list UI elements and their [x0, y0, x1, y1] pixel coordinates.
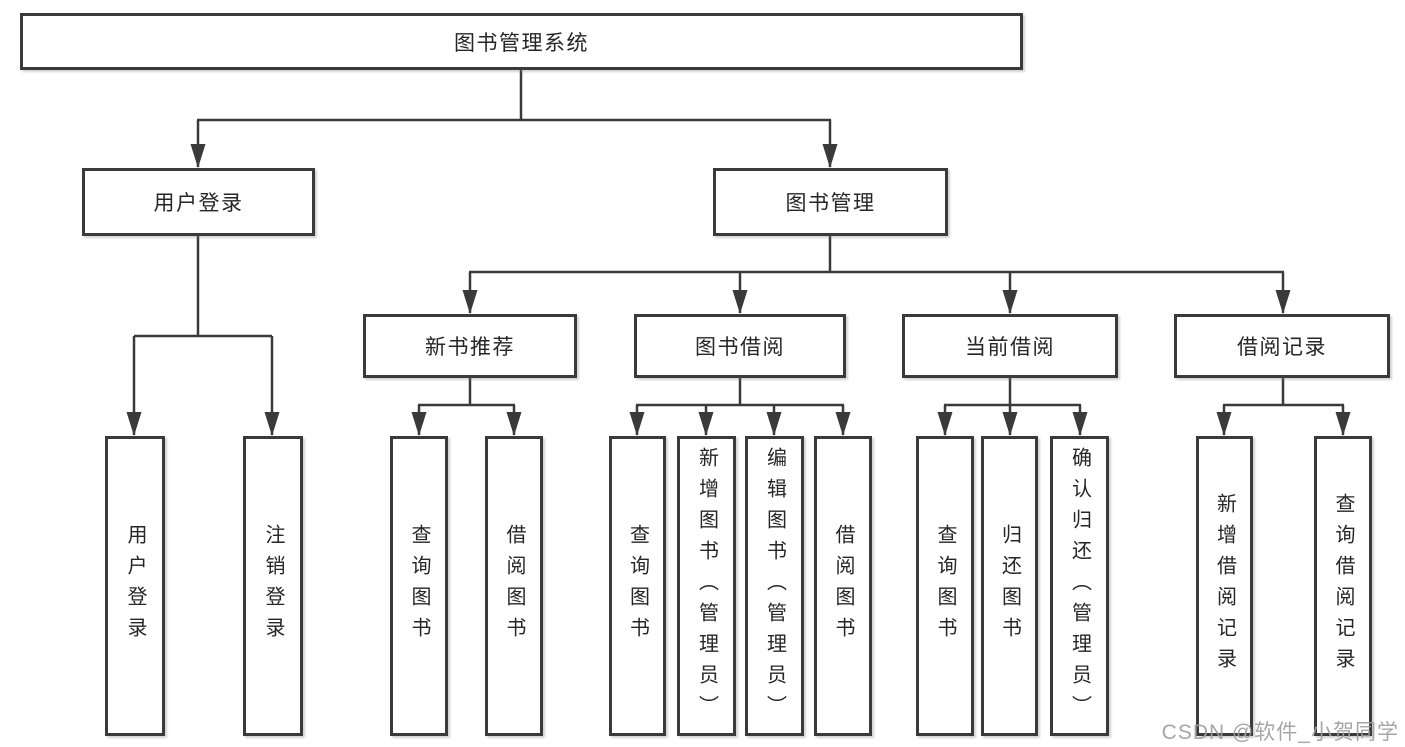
node-label: 图书管理 [785, 192, 876, 215]
leaf-label: 新增借阅记录 [1213, 493, 1236, 679]
leaf-label: 借阅图书 [503, 524, 525, 648]
leaf-label: 用户登录 [124, 524, 146, 648]
node-new-book-recommend: 新书推荐 [363, 314, 577, 378]
leaf-query-borrow-record: 查询借阅记录 [1314, 436, 1372, 736]
csdn-watermark: CSDN @软件_小贺同学 [1161, 721, 1399, 744]
node-user-login: 用户登录 [82, 168, 315, 236]
leaf-add-borrow-record: 新增借阅记录 [1196, 436, 1253, 736]
leaf-query-books: 查询图书 [609, 436, 666, 736]
node-label: 新书推荐 [425, 336, 515, 359]
leaf-label: 注销登录 [262, 524, 284, 648]
leaf-logout: 注销登录 [243, 436, 303, 736]
leaf-query-books: 查询图书 [390, 436, 448, 736]
branch-lines [134, 70, 1344, 407]
leaf-user-login: 用户登录 [105, 436, 165, 736]
leaf-label: 归还图书 [998, 524, 1021, 648]
leaf-label: 查询图书 [626, 524, 649, 648]
node-borrow-records: 借阅记录 [1174, 314, 1390, 378]
node-label: 当前借阅 [965, 336, 1055, 359]
leaf-label: 确认归还（管理员） [1068, 446, 1091, 726]
leaf-borrow-books: 借阅图书 [814, 436, 872, 736]
node-current-borrow: 当前借阅 [902, 314, 1118, 378]
leaf-label: 新增图书（管理员） [695, 446, 718, 726]
leaf-add-book-admin: 新增图书（管理员） [677, 436, 736, 736]
node-label: 用户登录 [153, 192, 244, 215]
leaf-label: 查询借阅记录 [1332, 493, 1354, 679]
leaf-query-books: 查询图书 [916, 436, 974, 736]
leaf-label: 查询图书 [408, 524, 430, 648]
leaf-edit-book-admin: 编辑图书（管理员） [745, 436, 804, 736]
node-label: 借阅记录 [1237, 336, 1327, 359]
leaf-label: 借阅图书 [832, 524, 854, 648]
node-library-management-system: 图书管理系统 [20, 13, 1023, 70]
leaf-borrow-books: 借阅图书 [485, 436, 543, 736]
leaf-return-book: 归还图书 [981, 436, 1038, 736]
leaf-confirm-return-admin: 确认归还（管理员） [1050, 436, 1109, 736]
node-label: 图书管理系统 [454, 31, 589, 55]
leaf-label: 编辑图书（管理员） [763, 446, 786, 726]
node-book-borrow: 图书借阅 [634, 314, 846, 378]
node-book-management: 图书管理 [713, 168, 948, 236]
node-label: 图书借阅 [695, 336, 785, 359]
leaf-label: 查询图书 [934, 524, 956, 648]
